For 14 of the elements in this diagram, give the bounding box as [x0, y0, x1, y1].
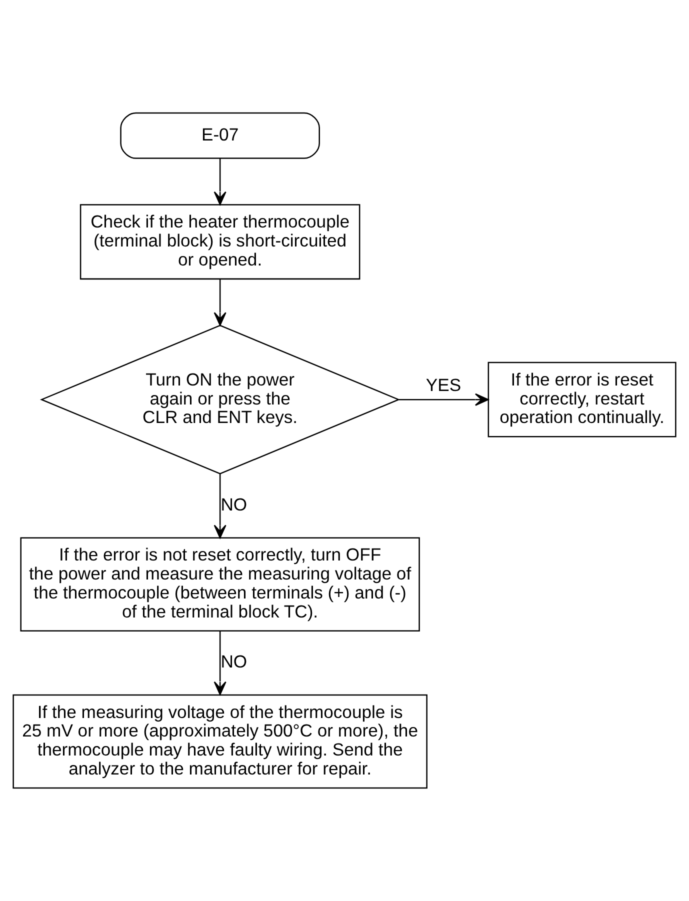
node-box: Check if the heater thermocouple (terminal block) is short-circuited or opened. — [80, 204, 360, 280]
arrow — [398, 393, 489, 406]
arrow — [214, 631, 226, 696]
node-diamond: Turn ON the power again or press the CLR and ENT keys. — [40, 324, 400, 474]
node-box: E-07 — [120, 112, 320, 159]
node-box: If the measuring voltage of the thermocouple is 25 mV or more (approximately 500°C or more), the thermocouple may have faulty wiring. Send the analyzer to the manufacturer for repair. — [12, 694, 428, 789]
edge-label: YES — [426, 375, 462, 396]
arrow — [214, 279, 226, 326]
node-box: If the error is not reset correctly, turn OFF the power and measure the measuring voltage of the thermocouple (between terminals (+) and (-) of the terminal block TC). — [20, 537, 420, 632]
edge-label: NO — [220, 494, 248, 514]
arrow — [214, 474, 226, 538]
node-box: If the error is reset correctly, restart operation continually. — [488, 362, 676, 438]
arrow — [214, 158, 226, 206]
edge-label: NO — [220, 652, 248, 672]
